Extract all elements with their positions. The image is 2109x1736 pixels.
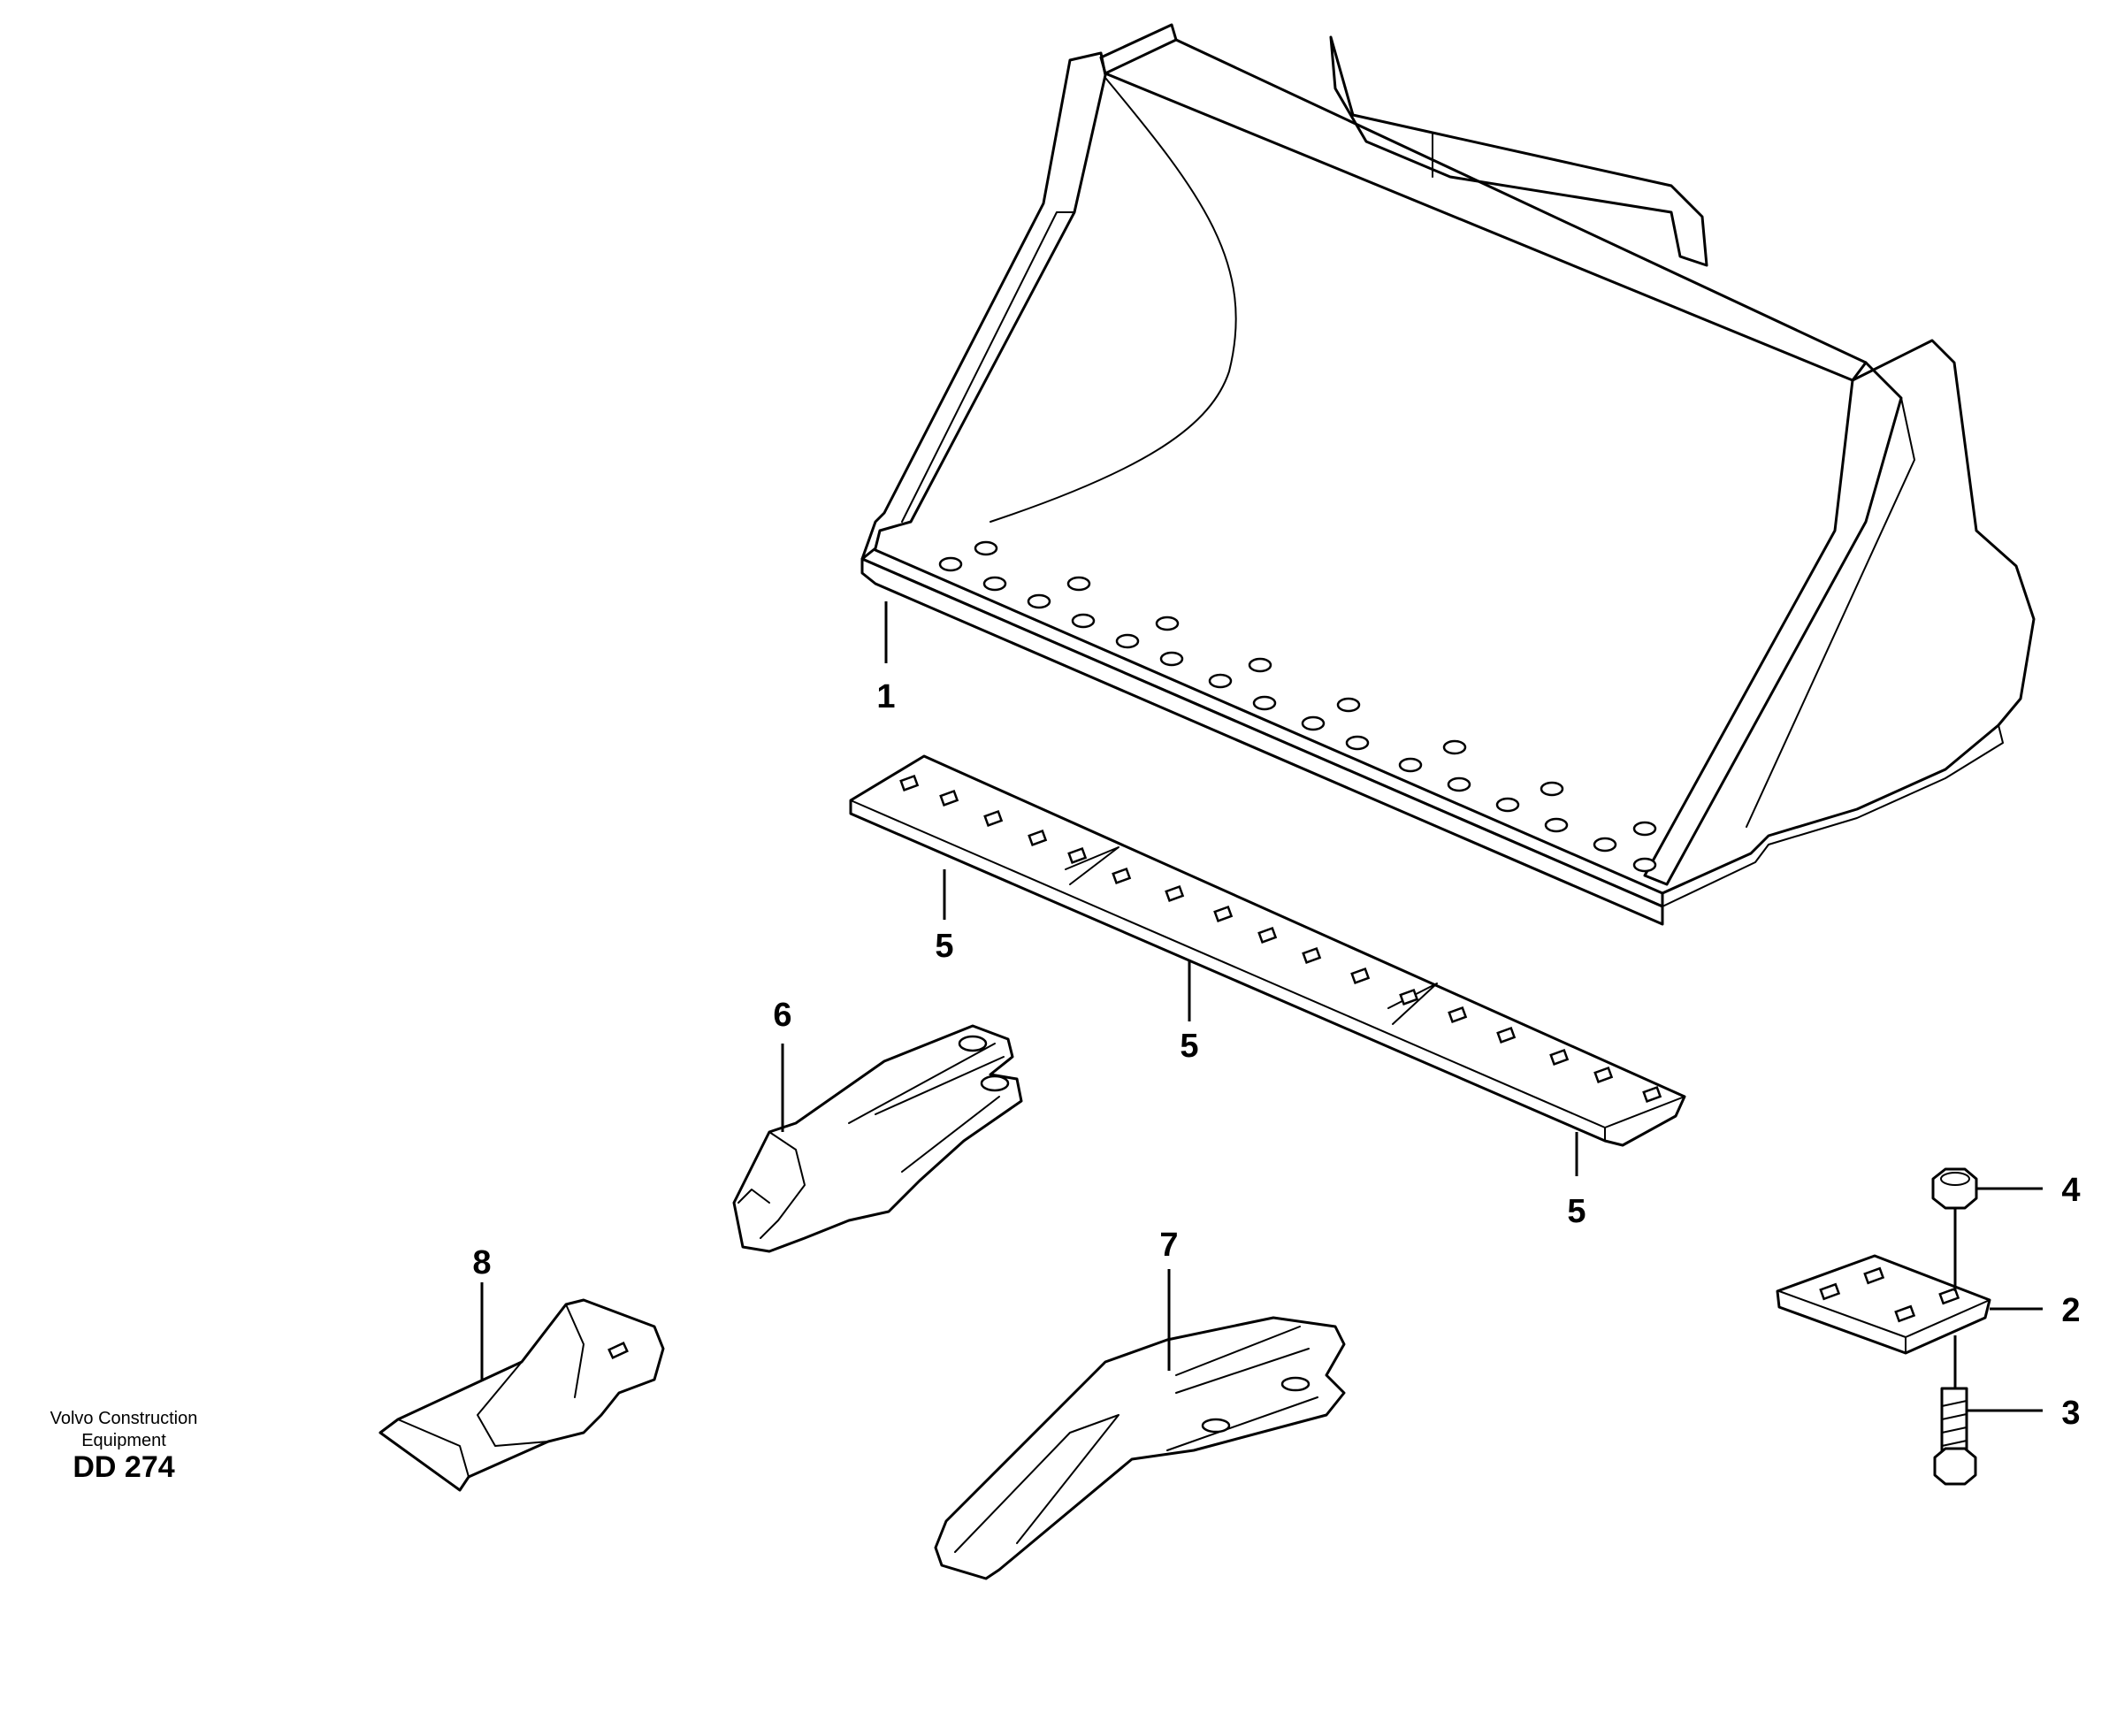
- tooth-adapter: [732, 1024, 1023, 1253]
- cutting-edge-segments: [849, 754, 1686, 1147]
- callout-5-middle: 5: [1180, 1028, 1198, 1065]
- callout-7: 7: [1159, 1227, 1178, 1264]
- callout-5-right: 5: [1567, 1193, 1586, 1230]
- diagram-code: DD 274: [73, 1450, 174, 1484]
- tooth-tip: [378, 1298, 665, 1492]
- callout-2: 2: [2061, 1292, 2080, 1329]
- cutting-edge-holes: [899, 774, 1662, 1103]
- callout-4: 4: [2061, 1172, 2080, 1209]
- nut: [1931, 1167, 1978, 1210]
- bucket: [860, 23, 2036, 926]
- tooth-adapter-long: [934, 1316, 1346, 1580]
- callout-6: 6: [773, 997, 791, 1034]
- wear-plate: [1776, 1254, 1991, 1355]
- bolt: [1933, 1387, 1977, 1486]
- callout-1: 1: [876, 678, 895, 715]
- callout-8: 8: [472, 1244, 491, 1281]
- brand-line-1: Volvo Construction: [50, 1409, 198, 1428]
- bucket-bolt-holes: [938, 540, 1657, 873]
- brand-line-2: Equipment: [81, 1431, 166, 1450]
- callout-5-left: 5: [935, 928, 953, 965]
- callout-3: 3: [2061, 1395, 2080, 1432]
